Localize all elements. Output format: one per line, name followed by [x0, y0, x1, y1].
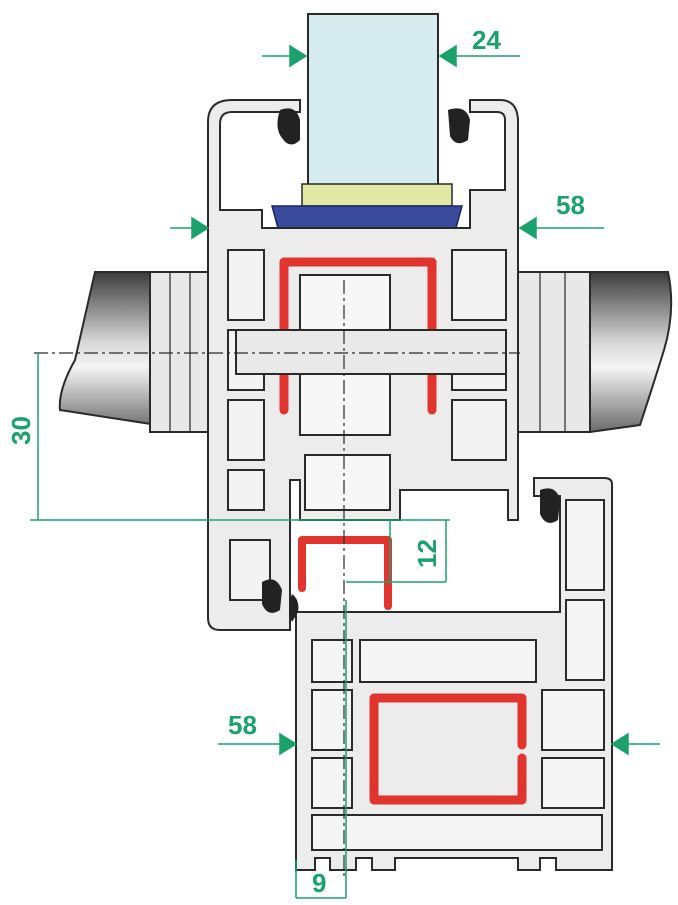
gasket-seals	[262, 108, 560, 622]
left-handle-body	[58, 271, 211, 433]
handle-spindle	[235, 329, 507, 375]
dim-label-overlap: 12	[412, 539, 442, 568]
glazing-support	[271, 205, 463, 229]
frame-reinforcement-large	[369, 693, 527, 805]
dim-label-glass: 24	[472, 25, 501, 55]
dim-label-rebate: 9	[312, 868, 326, 898]
dim-label-handle-offset: 30	[6, 416, 36, 445]
glazing-block	[301, 183, 453, 207]
dimension-lines	[30, 44, 660, 899]
frame-reinforcement-small	[298, 536, 392, 610]
right-handle-body	[517, 271, 673, 434]
dim-label-frame-depth: 58	[228, 710, 257, 740]
dim-label-sash-depth: 58	[556, 190, 585, 220]
glass-pane	[307, 13, 439, 187]
